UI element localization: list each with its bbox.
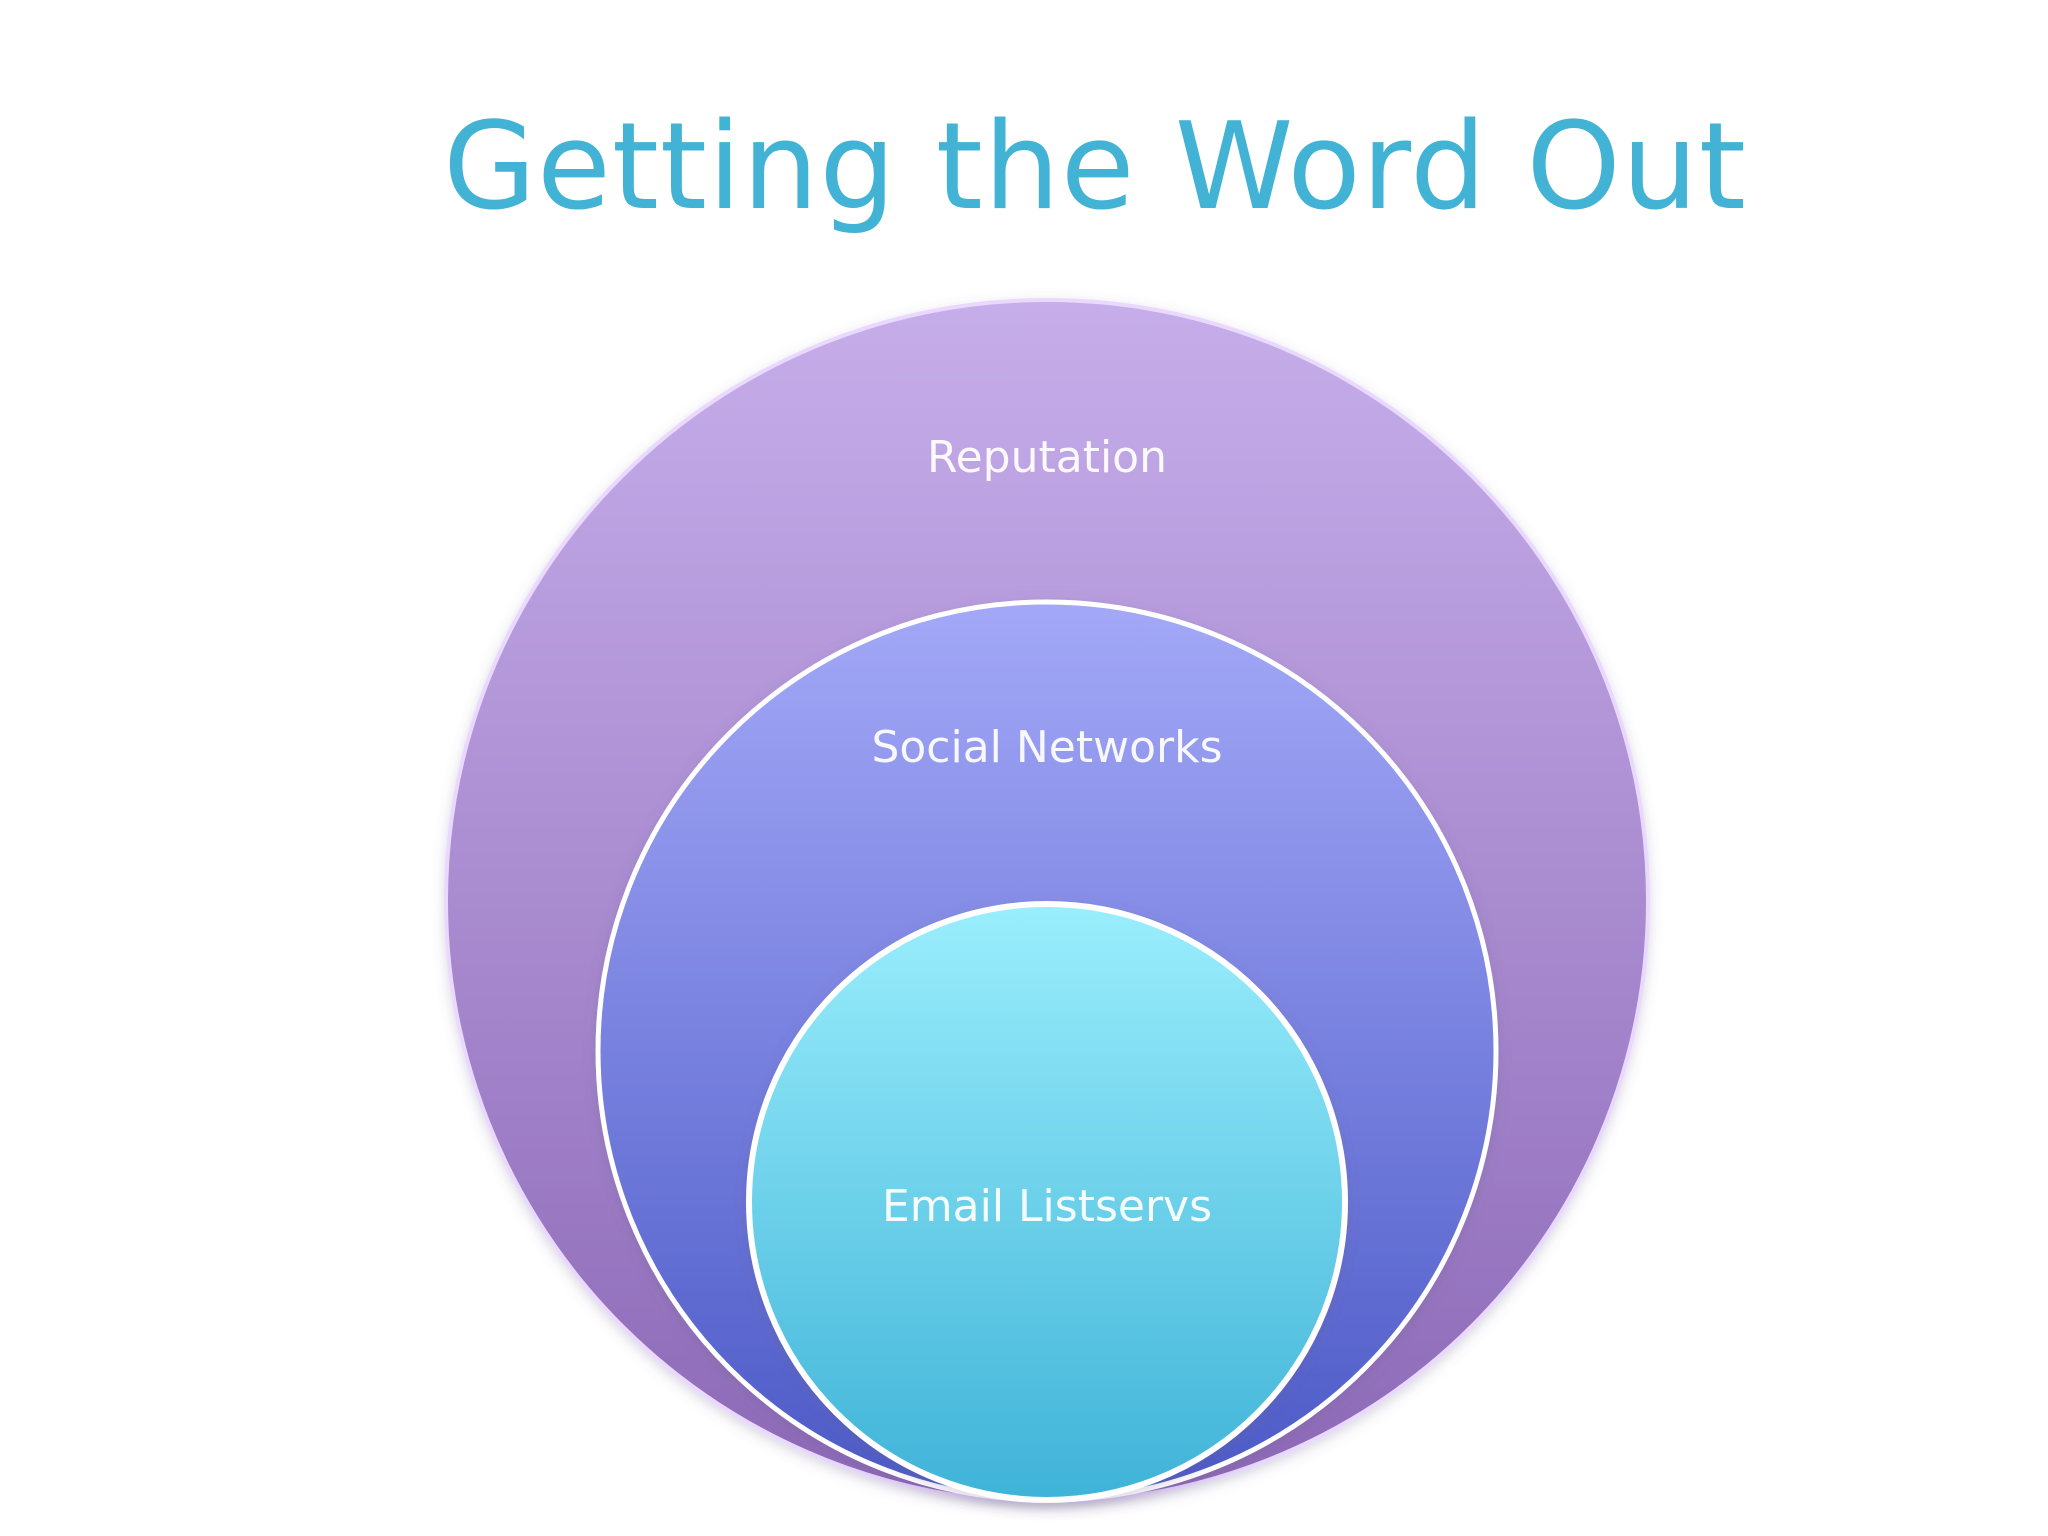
ring-reputation-label: Reputation (927, 432, 1167, 483)
ring-social-networks-label: Social Networks (871, 722, 1222, 773)
ring-email-listservs: Email Listservs (746, 901, 1348, 1503)
ring-email-listservs-circle (746, 901, 1348, 1503)
ring-email-listservs-label: Email Listservs (882, 1181, 1212, 1232)
slide-title: Getting the Word Out (443, 98, 1747, 237)
